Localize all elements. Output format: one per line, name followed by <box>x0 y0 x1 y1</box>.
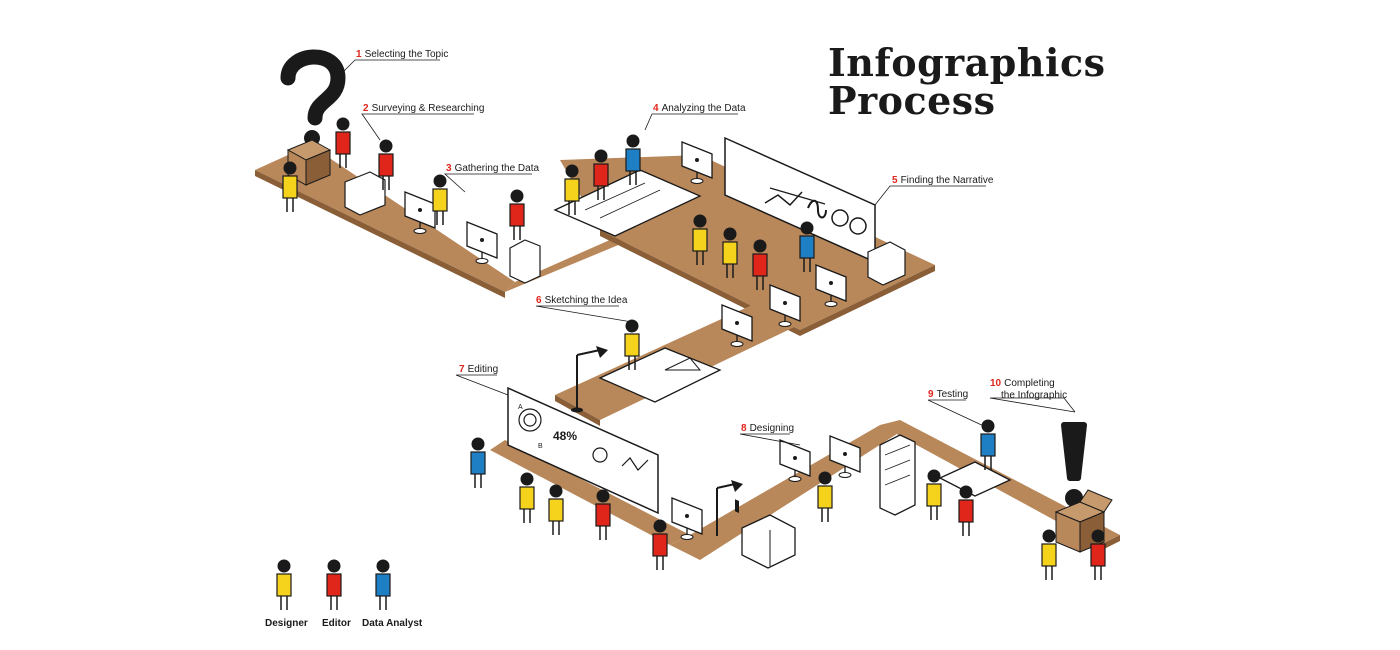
analyst-figure <box>470 436 486 489</box>
box-end <box>1054 489 1113 553</box>
legend-designer-figure <box>276 558 292 611</box>
legend-analyst-label: Data Analyst <box>362 618 423 629</box>
legend-analyst-figure <box>375 558 391 611</box>
board-letter-b: B <box>538 443 543 450</box>
board-percent-text: 48% <box>553 429 577 443</box>
designer-figure <box>817 470 833 523</box>
editor-figure <box>595 488 611 541</box>
page-title: Infographics Process <box>828 44 1105 120</box>
whiteboard-narrative <box>724 136 876 514</box>
desk-lamp-icon <box>716 480 743 536</box>
legend-editor-figure <box>326 558 342 611</box>
legend-designer-label: Designer <box>265 618 308 629</box>
editor-figure <box>958 484 974 537</box>
editor-figure <box>509 188 525 241</box>
question-mark-icon <box>280 49 346 146</box>
bookshelf-icon <box>879 434 916 516</box>
title-line-1: Infographics <box>828 40 1106 85</box>
whiteboard-editing: 48% A B <box>507 386 659 515</box>
designer-figure <box>926 468 942 521</box>
designer-figure <box>282 160 298 213</box>
drawer-cabinet-icon <box>741 514 796 569</box>
book-stack-icon <box>509 239 541 284</box>
analyst-figure <box>980 418 996 471</box>
designer-figure <box>519 471 535 524</box>
binder-row-icon <box>867 241 906 286</box>
testing-sheet <box>938 461 1012 497</box>
designer-figure <box>1041 528 1057 581</box>
editor-figure <box>335 116 351 169</box>
sketch-sheet <box>598 347 722 403</box>
exclamation-mark-icon <box>1061 422 1087 507</box>
board-letter-a: A <box>518 404 523 411</box>
legend-editor-label: Editor <box>322 618 351 629</box>
book-stack-icon <box>344 171 386 216</box>
editor-figure <box>1090 528 1106 581</box>
desk-lamp-icon <box>571 346 608 413</box>
leader-lines <box>342 59 1076 446</box>
analysis-sheet <box>553 169 702 237</box>
designer-figure <box>548 483 564 536</box>
title-line-2: Process <box>828 78 996 123</box>
editor-figure <box>652 518 668 571</box>
